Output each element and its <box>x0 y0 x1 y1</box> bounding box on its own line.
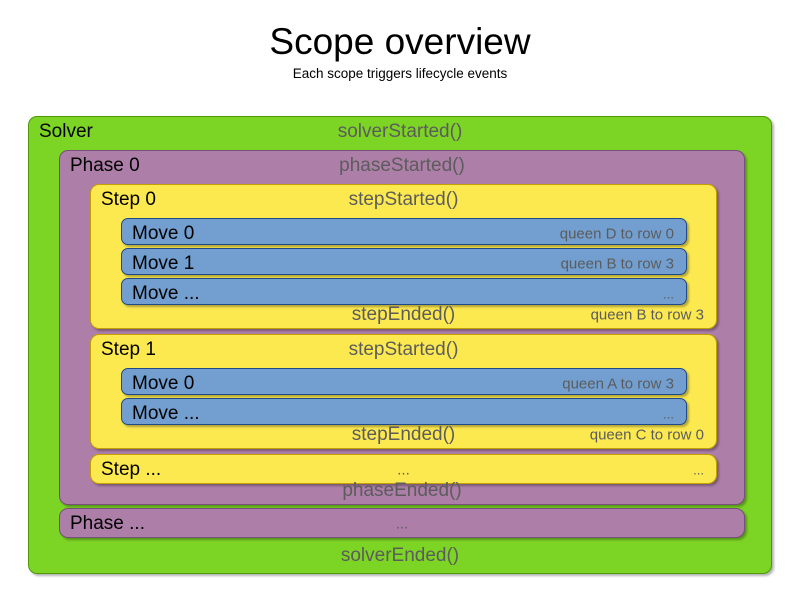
move-row: Move ... ... <box>122 279 686 309</box>
phase0-scope-box[interactable]: Phase 0 phaseStarted() Step 0 stepStarte… <box>59 150 745 505</box>
step1-move-0[interactable]: Move 0 queen A to row 3 <box>121 368 687 395</box>
step0-move-ellipsis[interactable]: Move ... ... <box>121 278 687 305</box>
step0-label: Step 0 <box>101 189 156 210</box>
solver-ended-row: solverEnded() <box>29 541 771 571</box>
move-row: Move 0 queen A to row 3 <box>122 369 686 399</box>
move-row: Move 0 queen D to row 0 <box>122 219 686 249</box>
step1-label: Step 1 <box>101 339 156 360</box>
move-detail: queen B to row 3 <box>560 255 674 273</box>
move-label: Move ... <box>132 403 200 424</box>
step0-started-row: Step 0 stepStarted() <box>91 185 716 215</box>
step0-scope-box[interactable]: Step 0 stepStarted() Move 0 queen D to r… <box>90 184 717 329</box>
move-label: Move 0 <box>132 223 195 244</box>
phase-ellipsis-row: Phase ... ... <box>60 509 744 539</box>
step1-move-ellipsis[interactable]: Move ... ... <box>121 398 687 425</box>
step-ellipsis-detail: ... <box>693 462 704 478</box>
step1-started-row: Step 1 stepStarted() <box>91 335 716 365</box>
phase-ellipsis-scope-box[interactable]: Phase ... ... <box>59 508 745 538</box>
phase0-started-row: Phase 0 phaseStarted() <box>60 151 744 181</box>
move-detail: queen D to row 0 <box>559 225 674 243</box>
step0-started-event: stepStarted() <box>348 189 459 210</box>
heading-block: Scope overview Each scope triggers lifec… <box>0 0 800 81</box>
page-title: Scope overview <box>269 21 531 62</box>
move-label: Move 0 <box>132 373 195 394</box>
step0-move-0[interactable]: Move 0 queen D to row 0 <box>121 218 687 245</box>
phase-ellipsis-label: Phase ... <box>70 513 145 534</box>
step1-ended-detail: queen C to row 0 <box>589 426 704 444</box>
move-row: Move 1 queen B to row 3 <box>122 249 686 279</box>
phase0-started-event: phaseStarted() <box>339 155 465 176</box>
solver-started-event: solverStarted() <box>337 121 463 142</box>
move-label: Move ... <box>132 283 200 304</box>
move-label: Move 1 <box>132 253 195 274</box>
step1-ended-row: stepEnded() queen C to row 0 <box>91 420 716 450</box>
step1-scope-box[interactable]: Step 1 stepStarted() Move 0 queen A to r… <box>90 334 717 449</box>
phase0-label: Phase 0 <box>70 155 140 176</box>
solver-label: Solver <box>39 121 93 142</box>
step1-started-event: stepStarted() <box>348 339 459 360</box>
step0-move-1[interactable]: Move 1 queen B to row 3 <box>121 248 687 275</box>
solver-scope-box[interactable]: Solver solverStarted() Phase 0 phaseStar… <box>28 116 772 574</box>
solver-ended-event: solverEnded() <box>340 545 460 566</box>
move-detail: ... <box>663 406 674 422</box>
move-detail: queen A to row 3 <box>562 375 674 393</box>
page-subtitle: Each scope triggers lifecycle events <box>292 65 508 81</box>
solver-started-row: Solver solverStarted() <box>29 117 771 147</box>
step0-ended-detail: queen B to row 3 <box>590 306 704 324</box>
move-detail: ... <box>663 286 674 302</box>
step0-ended-row: stepEnded() queen B to row 3 <box>91 300 716 330</box>
phase0-ended-row: phaseEnded() <box>60 476 744 506</box>
phase-ellipsis-event: ... <box>395 515 409 533</box>
step-ellipsis-label: Step ... <box>101 459 162 480</box>
phase0-ended-event: phaseEnded() <box>342 480 462 501</box>
move-row: Move ... ... <box>122 399 686 429</box>
